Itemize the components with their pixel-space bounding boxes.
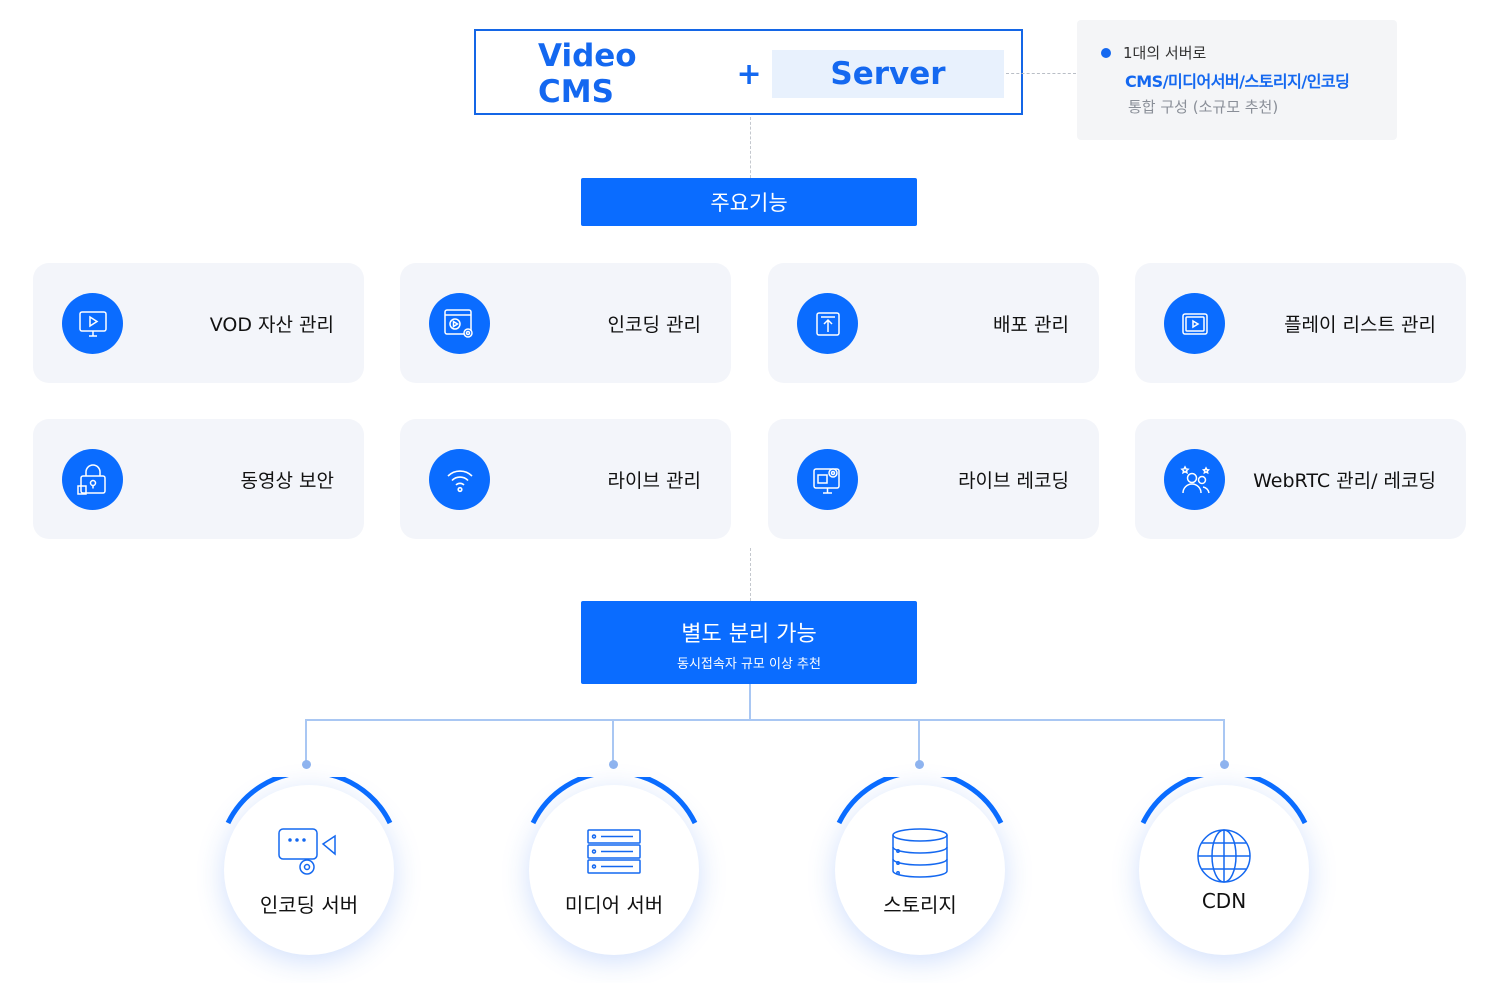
feature-card: WebRTC 관리/ 레코딩 [1135,419,1466,539]
video-settings-icon [429,293,490,354]
feature-label: 라이브 레코딩 [958,469,1069,492]
upload-arrow-icon [797,293,858,354]
feature-card: 인코딩 관리 [400,263,731,383]
separable-box: 별도 분리 가능 동시접속자 규모 이상 추천 [581,601,917,684]
connector-top [750,117,751,178]
tree-node [609,760,618,769]
feature-label: VOD 자산 관리 [209,313,334,336]
tree-branch [305,719,1225,721]
note-line-2: CMS/미디어서버/스토리지/인코딩 [1125,72,1350,91]
tree-node [1220,760,1229,769]
feature-label: 배포 관리 [993,313,1069,336]
feature-card: VOD 자산 관리 [33,263,364,383]
tree-node [915,760,924,769]
note-connector [1006,73,1076,74]
server-rack-icon [585,827,643,881]
feature-card: 배포 관리 [768,263,1099,383]
component-label: 인코딩 서버 [259,893,359,917]
globe-icon [1195,827,1253,889]
video-cms-label: Video CMS [538,38,637,110]
arc-accent [1140,777,1308,825]
feature-label: 플레이 리스트 관리 [1284,313,1436,336]
separable-subtitle: 동시접속자 규모 이상 추천 [677,657,821,672]
separable-title: 별도 분리 가능 [681,622,817,647]
wifi-icon [429,449,490,510]
tree-drop [918,719,920,764]
bullet-dot [1101,48,1111,58]
component-circle: 스토리지 [835,777,1005,955]
component-circle: 인코딩 서버 [224,777,394,955]
component-label: 미디어 서버 [564,893,664,917]
feature-card: 라이브 레코딩 [768,419,1099,539]
note-box [1077,20,1397,140]
monitor-gear-icon [797,449,858,510]
plus-sign: + [736,56,762,92]
component-circle: CDN [1139,777,1309,955]
feature-card: 라이브 관리 [400,419,731,539]
tree-node [302,760,311,769]
component-label: CDN [1201,889,1247,913]
feature-label: 인코딩 관리 [607,313,701,336]
features-title: 주요기능 [581,178,917,226]
tree-drop [612,719,614,764]
tree-stem [749,684,751,720]
video-encoding-icon [276,827,342,883]
feature-card: 플레이 리스트 관리 [1135,263,1466,383]
arc-accent [225,777,393,825]
component-circle: 미디어 서버 [529,777,699,955]
database-icon [890,827,950,883]
playlist-icon [1164,293,1225,354]
tree-drop [305,719,307,764]
feature-label: 라이브 관리 [607,469,701,492]
arc-accent [530,777,698,825]
monitor-play-icon [62,293,123,354]
connector-middle [750,548,751,601]
note-line-3: 통합 구성 (소규모 추천) [1128,98,1279,116]
arc-accent [836,777,1004,825]
tree-drop [1223,719,1225,764]
note-line-1: 1대의 서버로 [1123,44,1207,62]
server-label: Server [772,50,1004,98]
feature-label: WebRTC 관리/ 레코딩 [1253,469,1436,492]
feature-card: 동영상 보안 [33,419,364,539]
users-icon [1164,449,1225,510]
lock-icon [62,449,123,510]
component-label: 스토리지 [883,893,957,917]
feature-label: 동영상 보안 [240,469,334,492]
